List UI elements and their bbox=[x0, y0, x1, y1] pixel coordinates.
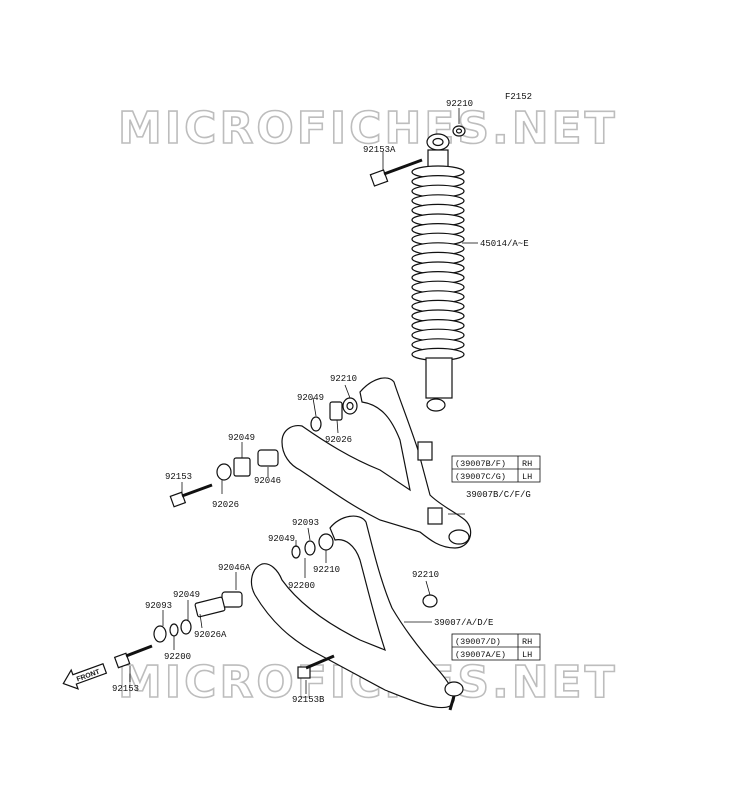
upper-arm-hardware bbox=[169, 397, 358, 508]
label-92049-upper-left: 92049 bbox=[228, 433, 255, 443]
label-92026A: 92026A bbox=[194, 630, 227, 640]
label-92210-lower-mid: 92210 bbox=[412, 570, 439, 580]
shock-absorber bbox=[411, 133, 465, 412]
label-92026: 92026 bbox=[212, 500, 239, 510]
upper-table-row2-part: (39007C/G) bbox=[455, 472, 506, 482]
lower-a-arm bbox=[250, 515, 464, 711]
bushing-92210-top bbox=[452, 125, 466, 137]
upper-table-row1-side: RH bbox=[522, 459, 532, 469]
label-92200-lower-left: 92200 bbox=[164, 652, 191, 662]
figure-code: F2152 bbox=[505, 92, 532, 102]
label-92210-upper-arm: 92210 bbox=[330, 374, 357, 384]
label-92210-top: 92210 bbox=[446, 99, 473, 109]
upper-table-row1-part: (39007B/F) bbox=[455, 459, 506, 469]
lower-table-row1-side: RH bbox=[522, 637, 532, 647]
label-92153: 92153 bbox=[165, 472, 192, 482]
lower-table-row1-part: (39007/D) bbox=[455, 637, 501, 647]
label-92049-upper-right: 92049 bbox=[297, 393, 324, 403]
bolt-92153A bbox=[369, 158, 423, 187]
lower-table-row2-part: (39007A/E) bbox=[455, 650, 506, 660]
label-92153-bottom: 92153 bbox=[112, 684, 139, 694]
label-92200-lower-right: 92200 bbox=[288, 581, 315, 591]
label-45014: 45014/A~E bbox=[480, 239, 529, 249]
label-92046: 92046 bbox=[254, 476, 281, 486]
lower-arm-hardware bbox=[113, 533, 438, 679]
upper-a-arm bbox=[281, 377, 472, 549]
front-direction-arrow: FRONT bbox=[62, 663, 108, 690]
label-92093-lower-right: 92093 bbox=[292, 518, 319, 528]
label-39007ADE: 39007/A/D/E bbox=[434, 618, 493, 628]
label-92210-lower-right: 92210 bbox=[313, 565, 340, 575]
leader-lines bbox=[129, 108, 478, 694]
label-39007BCFG: 39007B/C/F/G bbox=[466, 490, 531, 500]
part-labels: 92210 92153A 45014/A~E 92210 92049 92026… bbox=[112, 99, 531, 705]
watermark-top: MICROFICHES.NET bbox=[118, 103, 618, 154]
label-92046A: 92046A bbox=[218, 563, 251, 573]
label-92153B: 92153B bbox=[292, 695, 325, 705]
lower-arm-variant-table: (39007/D) RH (39007A/E) LH bbox=[451, 633, 541, 661]
lower-table-row2-side: LH bbox=[522, 650, 532, 660]
label-92153A: 92153A bbox=[363, 145, 396, 155]
label-92026-upper-right: 92026 bbox=[325, 435, 352, 445]
label-92049-lower-right: 92049 bbox=[268, 534, 295, 544]
upper-arm-variant-table: (39007B/F) RH (39007C/G) LH bbox=[451, 455, 541, 483]
label-92093-lower-left: 92093 bbox=[145, 601, 172, 611]
upper-table-row2-side: LH bbox=[522, 472, 532, 482]
label-92049-lower-left: 92049 bbox=[173, 590, 200, 600]
